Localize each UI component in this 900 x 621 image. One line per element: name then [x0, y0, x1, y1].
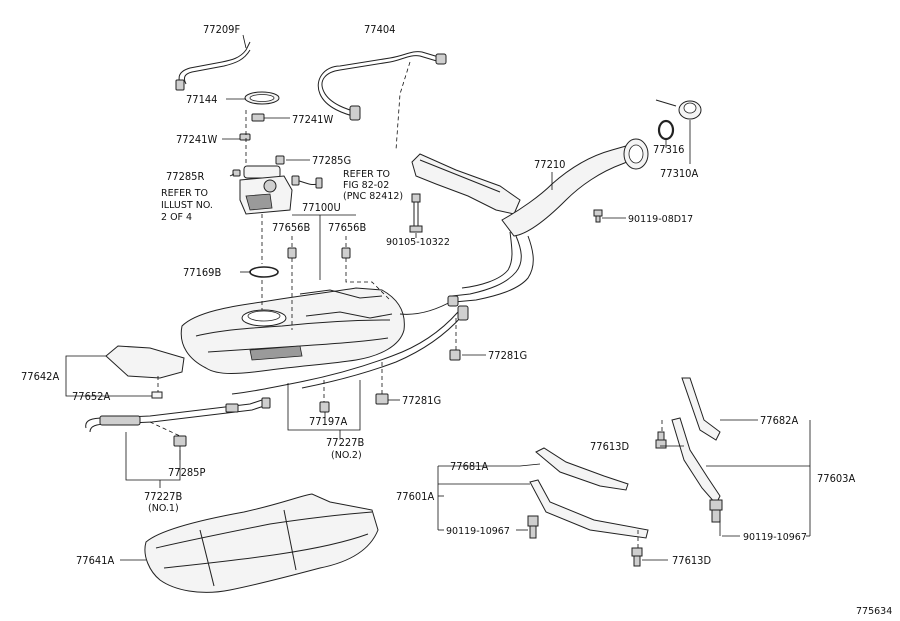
- label-no2: (NO.2): [331, 450, 362, 461]
- part-77310a-fuel-cap: [655, 99, 702, 120]
- part-fuel-tank: [180, 287, 405, 374]
- label-77404: 77404: [364, 23, 395, 36]
- label-77100u: 77100U: [302, 201, 341, 214]
- label-77601a: 77601A: [396, 490, 434, 503]
- label-77656b-right: 77656B: [328, 221, 366, 234]
- label-77241w-left: 77241W: [176, 133, 217, 146]
- label-77656b-left: 77656B: [272, 221, 310, 234]
- part-77227b-no1-tube: [85, 397, 271, 433]
- label-refer-fig-3: (PNC 82412): [343, 191, 403, 202]
- label-77310a: 77310A: [660, 167, 698, 180]
- part-labels: 77209F 77404 77144 77241W 77241W 77285G …: [21, 23, 892, 617]
- label-90119-10967-right: 90119-10967: [743, 532, 807, 543]
- part-77197a-clip: [319, 401, 330, 413]
- part-77656b-plug: [287, 247, 351, 259]
- label-90119-10967-left: 90119-10967: [446, 526, 510, 537]
- label-refer-illust-2: ILLUST NO.: [161, 200, 213, 211]
- label-77682a: 77682A: [760, 414, 798, 427]
- label-77316: 77316: [653, 143, 684, 156]
- label-77641a: 77641A: [76, 554, 114, 567]
- label-no1: (NO.1): [148, 503, 179, 514]
- part-77603a-band-right: [671, 377, 723, 523]
- label-refer-illust-3: 2 OF 4: [161, 212, 192, 223]
- part-77642a-protector: [105, 345, 185, 379]
- part-77404-vent-tube: [317, 51, 447, 121]
- label-77652a: 77652A: [72, 390, 110, 403]
- label-77169b: 77169B: [183, 266, 221, 279]
- label-77281g-top: 77281G: [488, 349, 527, 362]
- part-77209f-harness: [175, 41, 251, 91]
- label-refer-illust-1: REFER TO: [161, 188, 208, 199]
- label-refer-fig-2: FIG 82-02: [343, 180, 389, 191]
- part-90119-08d17-bolt: [593, 209, 603, 223]
- label-77210: 77210: [534, 158, 565, 171]
- part-77241w-clip: [239, 113, 265, 141]
- label-90105-10322: 90105-10322: [386, 237, 450, 248]
- part-77169b-gasket: [249, 266, 279, 278]
- label-77281g-bottom: 77281G: [402, 394, 441, 407]
- label-77613d-bottom: 77613D: [672, 554, 711, 567]
- label-77613d-top: 77613D: [590, 440, 629, 453]
- part-77100u-pump-module: [232, 165, 293, 215]
- part-77316-gasket: [657, 119, 675, 141]
- label-77241w-right: 77241W: [292, 113, 333, 126]
- part-77144-retainer: [244, 91, 280, 105]
- part-77210-filler-pipe: [231, 138, 649, 395]
- part-77652a-cushion: [151, 391, 163, 399]
- label-77209f: 77209F: [203, 23, 240, 36]
- part-77281g-clamp: [375, 349, 461, 405]
- label-77227b-no1: 77227B: [144, 490, 182, 503]
- label-77681a: 77681A: [450, 460, 488, 473]
- part-77285p-clamp: [173, 435, 187, 447]
- part-77285g-sensor: [275, 155, 323, 189]
- label-77227b-no2: 77227B: [326, 436, 364, 449]
- label-77603a: 77603A: [817, 472, 855, 485]
- label-77197a: 77197A: [309, 415, 347, 428]
- label-90119-08d17: 90119-08D17: [628, 214, 693, 225]
- diagram-id: 775634: [856, 606, 892, 617]
- label-77642a: 77642A: [21, 370, 59, 383]
- label-refer-fig-1: REFER TO: [343, 169, 390, 180]
- part-90105-10322-bolt: [409, 193, 423, 233]
- part-77601a-band-left: [527, 447, 649, 539]
- label-77285p: 77285P: [168, 466, 205, 479]
- part-filler-bracket: [411, 153, 521, 215]
- label-77144: 77144: [186, 93, 217, 106]
- label-77285g: 77285G: [312, 154, 351, 167]
- leader-lines: [65, 34, 811, 561]
- label-77285r: 77285R: [166, 170, 204, 183]
- part-77641a-under-cover: [144, 493, 379, 593]
- part-77613d-bolt: [631, 431, 667, 567]
